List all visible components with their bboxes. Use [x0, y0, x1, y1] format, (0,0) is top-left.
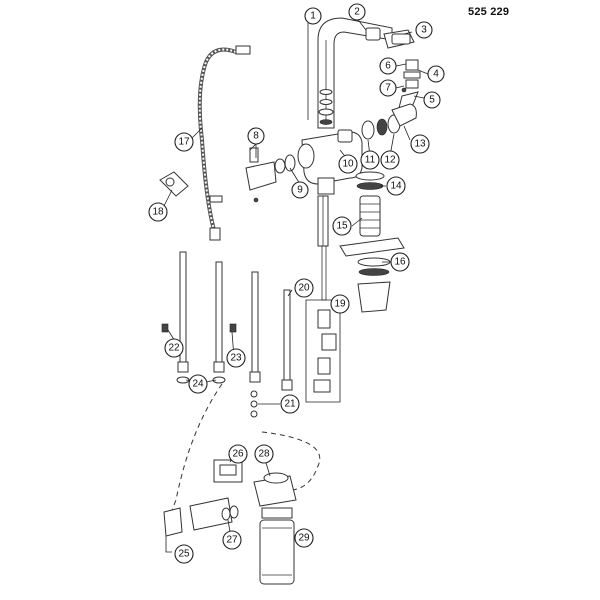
callout-3: 3 — [415, 21, 433, 39]
mounting-set-parts — [339, 171, 405, 313]
svg-text:10: 10 — [342, 159, 354, 170]
callout-4: 4 — [427, 65, 445, 83]
svg-text:28: 28 — [258, 449, 270, 460]
svg-text:26: 26 — [232, 449, 244, 460]
handle-parts — [245, 140, 296, 203]
hose-fittings-parts — [250, 390, 258, 418]
svg-text:6: 6 — [385, 61, 391, 72]
callout-7: 7 — [379, 79, 397, 97]
nozzle-head-part — [383, 29, 415, 49]
svg-text:2: 2 — [354, 7, 360, 18]
callout-16: 16 — [390, 252, 410, 272]
callout-29: 29 — [294, 528, 314, 548]
svg-text:11: 11 — [365, 155, 376, 166]
body-stem-part — [317, 195, 329, 301]
pullout-hose-part — [197, 45, 251, 241]
svg-text:14: 14 — [390, 181, 402, 192]
callout-10: 10 — [338, 154, 358, 174]
callout-22: 22 — [164, 338, 184, 358]
callout-11: 11 — [360, 150, 380, 170]
filter-assembly-parts — [163, 459, 297, 585]
callout-13: 13 — [410, 134, 430, 154]
callout-18: 18 — [148, 202, 168, 222]
svg-text:9: 9 — [297, 185, 303, 196]
callout-12: 12 — [380, 150, 400, 170]
svg-text:20: 20 — [298, 283, 310, 294]
callout-19: 19 — [330, 294, 350, 314]
svg-text:23: 23 — [230, 353, 242, 364]
callout-2: 2 — [348, 3, 366, 21]
callout-21: 21 — [280, 394, 300, 414]
callout-17: 17 — [174, 132, 194, 152]
callout-24: 24 — [188, 374, 208, 394]
svg-text:18: 18 — [152, 207, 164, 218]
svg-text:5: 5 — [429, 95, 435, 106]
callout-8: 8 — [247, 127, 265, 145]
svg-text:7: 7 — [385, 83, 391, 94]
svg-text:8: 8 — [253, 131, 259, 142]
callout-5: 5 — [423, 91, 441, 109]
svg-text:12: 12 — [384, 155, 396, 166]
part-number-label: 525 229 — [468, 6, 510, 18]
callout-25: 25 — [174, 544, 194, 564]
svg-text:27: 27 — [226, 535, 238, 546]
hose-weight-clip-part — [159, 171, 189, 197]
svg-text:29: 29 — [298, 533, 310, 544]
callout-26: 26 — [228, 444, 248, 464]
cartridge-parts — [337, 103, 417, 143]
svg-text:25: 25 — [178, 549, 190, 560]
svg-text:16: 16 — [394, 257, 406, 268]
callout-9: 9 — [291, 181, 309, 199]
callout-23: 23 — [226, 348, 246, 368]
callout-27: 27 — [222, 530, 242, 550]
svg-text:1: 1 — [310, 11, 316, 22]
svg-text:17: 17 — [178, 137, 190, 148]
callout-1: 1 — [304, 7, 322, 25]
svg-text:19: 19 — [334, 299, 346, 310]
svg-text:21: 21 — [284, 399, 296, 410]
connection-lines — [167, 383, 321, 521]
callout-14: 14 — [386, 176, 406, 196]
svg-text:22: 22 — [168, 343, 180, 354]
svg-text:4: 4 — [433, 69, 439, 80]
spout-insert-part — [365, 27, 381, 41]
callout-6: 6 — [379, 57, 397, 75]
callout-20: 20 — [294, 278, 314, 298]
callout-28: 28 — [254, 444, 274, 464]
svg-text:3: 3 — [421, 25, 427, 36]
svg-text:24: 24 — [192, 379, 204, 390]
svg-text:15: 15 — [336, 221, 348, 232]
svg-text:13: 13 — [414, 139, 426, 150]
supply-hoses-parts — [161, 251, 293, 391]
spout-seals — [318, 89, 334, 125]
valve-part — [305, 299, 341, 403]
callout-15: 15 — [332, 216, 352, 236]
